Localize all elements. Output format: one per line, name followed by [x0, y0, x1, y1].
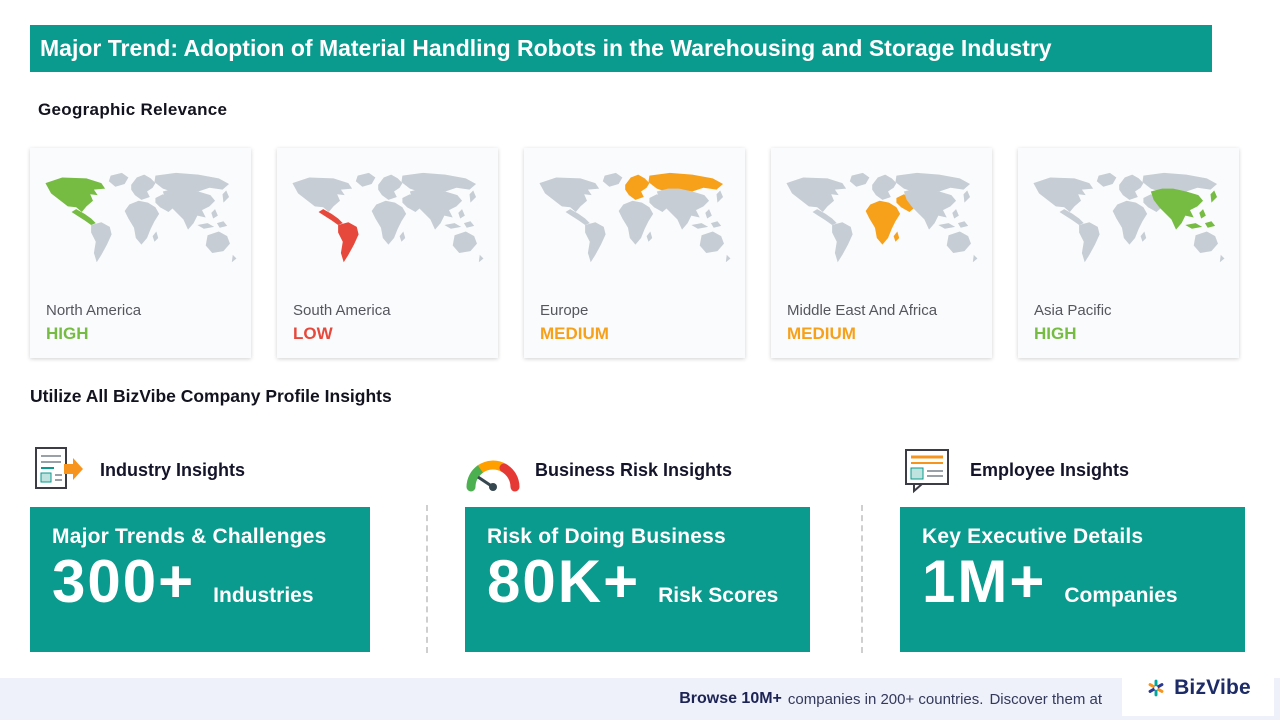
world-map [539, 172, 731, 263]
region-name: Europe [540, 302, 589, 319]
stat-row: 1M+ Companies [922, 549, 1245, 615]
industry-insights-header: Industry Insights [30, 443, 370, 497]
stat-value: 300+ [52, 548, 196, 615]
footer-browse-rest: companies in 200+ countries. [787, 690, 984, 708]
map-middle-east-africa [779, 158, 984, 292]
footer-text: Browse 10M+ companies in 200+ countries.… [679, 678, 1102, 720]
geo-card-middle-east-africa: Middle East And Africa MEDIUM [771, 148, 992, 358]
employee-insights-header: Employee Insights [900, 443, 1245, 497]
bizvibe-spark-icon [1148, 679, 1164, 697]
map-europe [532, 158, 737, 292]
employee-insights-section: Employee Insights Key Executive Details … [900, 443, 1245, 652]
footer-strip: Browse 10M+ companies in 200+ countries.… [0, 660, 1280, 720]
stat-value: 80K+ [487, 548, 641, 615]
stat-card-title: Key Executive Details [922, 525, 1144, 548]
geo-card-asia-pacific: Asia Pacific HIGH [1018, 148, 1239, 358]
world-map [292, 172, 484, 263]
stat-row: 300+ Industries [52, 549, 370, 615]
industry-documents-icon [35, 447, 83, 489]
geo-card-europe: Europe MEDIUM [524, 148, 745, 358]
employee-stat-card: Key Executive Details 1M+ Companies [900, 507, 1245, 652]
stat-row: 80K+ Risk Scores [487, 549, 810, 615]
insight-title: Employee Insights [970, 459, 1130, 480]
trend-banner-title: Major Trend: Adoption of Material Handli… [40, 35, 1052, 61]
relevance-level: LOW [293, 324, 333, 343]
world-map [786, 172, 978, 263]
stat-card-title: Risk of Doing Business [487, 525, 726, 548]
bizvibe-wordmark: BizVibe [1174, 676, 1251, 699]
geographic-relevance-heading: Geographic Relevance [38, 100, 228, 119]
geographic-cards-row: North America HIGH South America LOW [30, 148, 1239, 358]
business-risk-insights-section: Business Risk Insights Risk of Doing Bus… [465, 443, 810, 652]
column-divider [861, 505, 863, 653]
stat-label: Industries [213, 584, 314, 607]
insight-title: Industry Insights [100, 459, 246, 480]
stat-value: 1M+ [922, 548, 1047, 615]
relevance-level: MEDIUM [787, 324, 856, 343]
relevance-level: HIGH [46, 324, 89, 343]
footer-discover-text: Discover them at [989, 690, 1102, 708]
world-map [45, 172, 237, 263]
map-south-america [285, 158, 490, 292]
trend-banner: Major Trend: Adoption of Material Handli… [30, 25, 1212, 72]
map-asia-pacific [1026, 158, 1231, 292]
employee-report-icon [905, 449, 949, 494]
insights-heading: Utilize All BizVibe Company Profile Insi… [30, 386, 392, 406]
bizvibe-logo[interactable]: BizVibe [1122, 660, 1274, 716]
stat-card-title: Major Trends & Challenges [52, 525, 327, 548]
footer-browse-count: Browse 10M+ [679, 690, 782, 707]
geo-card-south-america: South America LOW [277, 148, 498, 358]
business-risk-header: Business Risk Insights [465, 443, 810, 497]
region-name: Middle East And Africa [787, 302, 938, 319]
region-name: Asia Pacific [1034, 302, 1112, 319]
risk-gauge-icon [466, 460, 520, 492]
stat-label: Companies [1064, 584, 1178, 607]
geo-card-north-america: North America HIGH [30, 148, 251, 358]
industry-insights-section: Industry Insights Major Trends & Challen… [30, 443, 370, 652]
column-divider [426, 505, 428, 653]
business-risk-stat-card: Risk of Doing Business 80K+ Risk Scores [465, 507, 810, 652]
insight-title: Business Risk Insights [535, 459, 733, 480]
map-north-america [38, 158, 243, 292]
region-name: North America [46, 302, 142, 319]
relevance-level: MEDIUM [540, 324, 609, 343]
region-name: South America [293, 302, 391, 319]
world-map [1033, 172, 1225, 263]
relevance-level: HIGH [1034, 324, 1077, 343]
stat-label: Risk Scores [658, 584, 779, 607]
industry-stat-card: Major Trends & Challenges 300+ Industrie… [30, 507, 370, 652]
